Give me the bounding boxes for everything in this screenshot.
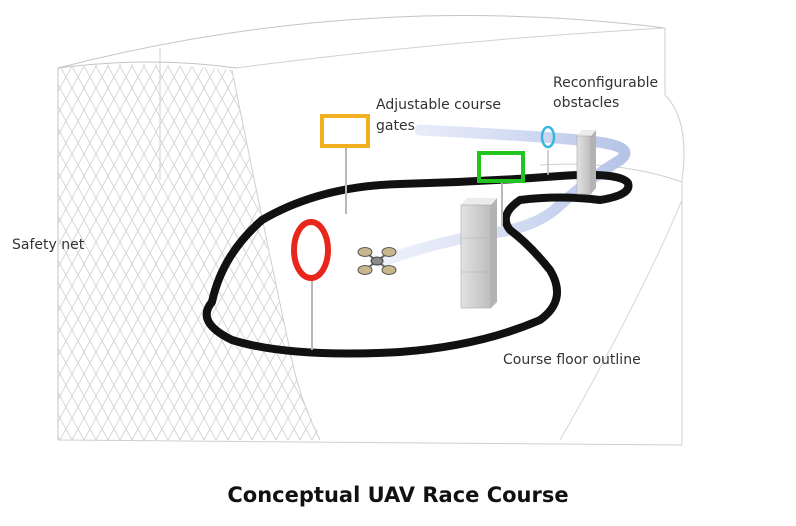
- green-gate: [477, 151, 525, 226]
- quadcopter-icon: [357, 247, 397, 275]
- red-gate: [291, 219, 331, 350]
- label-gates-line2: gates: [376, 118, 415, 134]
- label-safety-net: Safety net: [12, 237, 85, 253]
- label-gates-line1: Adjustable course: [376, 97, 501, 113]
- label-obstacles-line1: Reconfigurable: [553, 75, 659, 91]
- diagram-caption: Conceptual UAV Race Course: [227, 483, 569, 507]
- course-floor-track: [202, 170, 633, 358]
- yellow-gate: [320, 114, 370, 214]
- label-floor-outline: Course floor outline: [503, 352, 641, 368]
- label-obstacles-line2: obstacles: [553, 95, 620, 111]
- cyan-gate: [540, 125, 556, 175]
- obstacle-tower-large: [460, 198, 497, 309]
- obstacle-tower-small: [576, 130, 596, 195]
